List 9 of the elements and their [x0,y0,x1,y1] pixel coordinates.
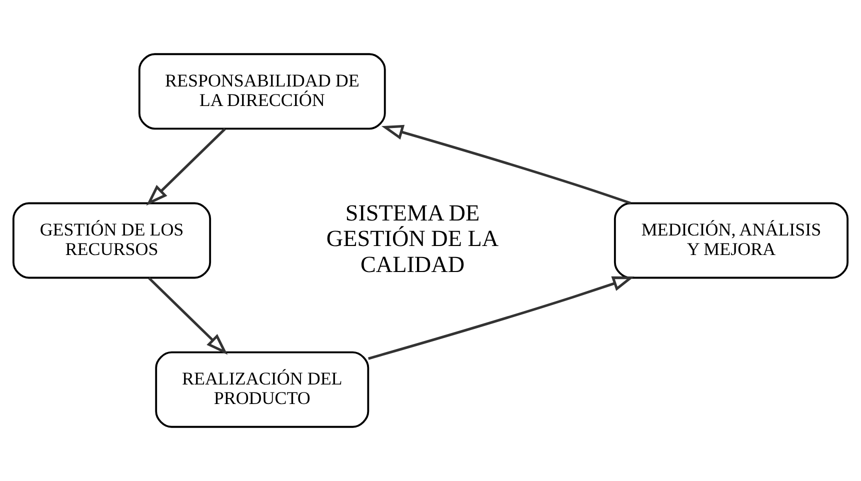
node-box: MEDICIÓN, ANÁLISIS Y MEJORA [614,202,849,279]
node-box: REALIZACIÓN DEL PRODUCTO [155,351,370,428]
arrow [368,276,634,360]
node-box: GESTIÓN DE LOS RECURSOS [12,202,212,279]
arrow [381,124,632,204]
label: SISTEMA DE GESTIÓN DE LA CALIDAD [326,200,499,278]
arrow [146,128,226,206]
arrow [148,277,228,355]
node-box: RESPONSABILIDAD DE LA DIRECCIÓN [138,53,386,130]
